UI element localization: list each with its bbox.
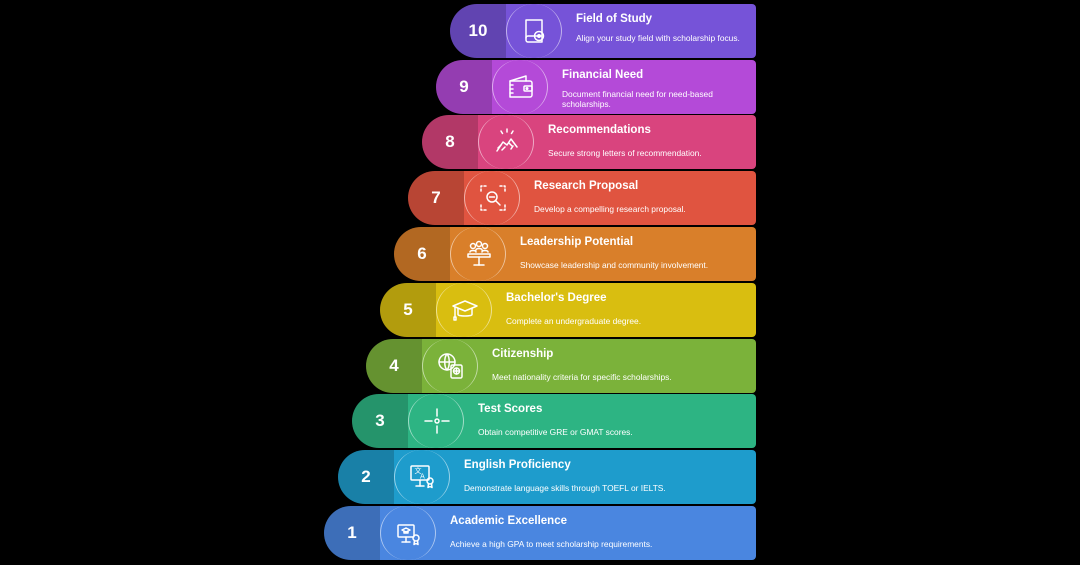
step-title: Financial Need [562,68,644,81]
step-number: 2 [361,467,371,487]
step-title: Field of Study [576,12,653,25]
step-description: Showcase leadership and community involv… [520,260,709,270]
leadership-group-icon [467,240,491,266]
step-number: 3 [375,411,385,431]
step-number: 6 [417,244,427,263]
step-number: 7 [431,188,441,208]
step-number: 5 [403,299,413,319]
svg-text:文: 文 [415,466,422,475]
step-panel [394,450,756,505]
step-description: Secure strong letters of recommendation. [548,148,702,159]
step-title: Leadership Potential [520,236,634,248]
step-description: Achieve a high GPA to meet scholarship r… [450,539,653,549]
graduation-cap-icon [452,300,478,321]
step-panel [380,506,756,560]
book-disc-icon [525,19,545,43]
step-number: 4 [389,355,399,375]
magnifier-focus-icon [480,185,506,211]
language-certificate-icon: 文A [410,465,434,489]
step-description: Complete an undergraduate degree. [506,315,642,326]
step-panel [408,394,756,449]
step-icon-frame [478,115,534,170]
step-description: Align your study field with scholarship … [576,32,740,43]
step-title: English Proficiency [464,459,571,472]
step-title: Test Scores [478,403,543,416]
step-number: 1 [347,523,357,542]
step-description: Meet nationality criteria for specific s… [492,371,672,382]
step-icon-frame [422,338,478,393]
step-icon-frame [464,171,520,226]
step-number: 10 [468,20,488,40]
step-icon-frame [436,282,492,337]
step-title: Citizenship [492,347,554,360]
step-title: Research Proposal [534,180,639,193]
handshake-icon [496,128,518,153]
step-icon-frame [450,227,506,281]
wallet-icon [509,74,533,98]
step-title: Bachelor's Degree [506,291,607,304]
crosshair-icon [424,408,450,435]
step-description: Demonstrate language skills through TOEF… [464,483,666,494]
step-number: 9 [459,76,469,96]
step-number: 8 [445,132,455,152]
globe-passport-icon [438,352,463,379]
step-icon-frame [506,3,562,58]
step-description: Document financial need for need-based s… [562,88,713,110]
svg-text:A: A [420,473,425,481]
step-title: Recommendations [548,124,651,137]
graduate-certificate-icon [397,524,420,546]
step-icon-frame [380,506,436,560]
step-icon-frame [408,394,464,449]
step-icon-frame [492,59,548,114]
step-description: Develop a compelling research proposal. [534,204,686,215]
step-title: Academic Excellence [450,515,567,527]
step-description: Obtain competitive GRE or GMAT scores. [478,427,633,438]
